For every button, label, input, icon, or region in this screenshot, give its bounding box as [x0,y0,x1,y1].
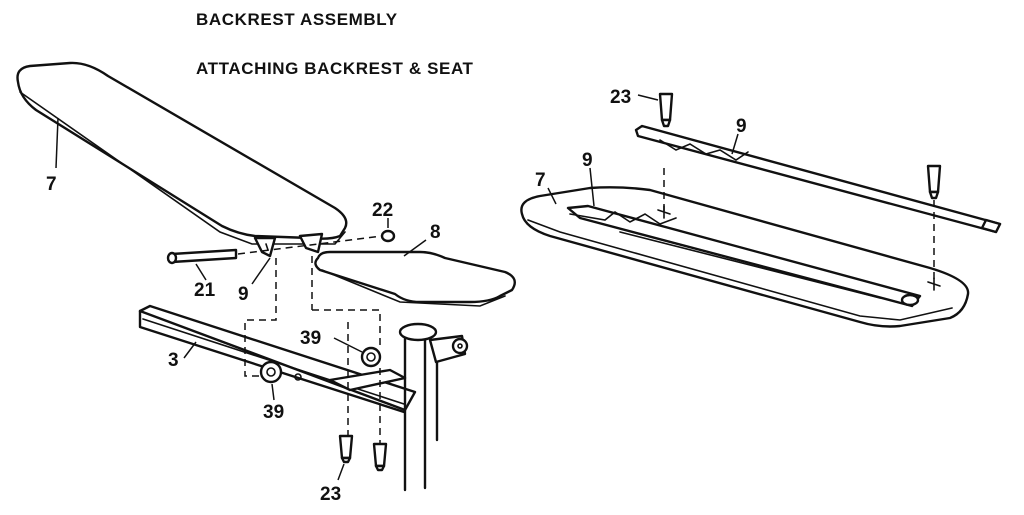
washer-22 [380,229,396,243]
callout-23-top: 23 [610,87,631,108]
callout-8: 8 [430,222,441,243]
knob-39-lower [259,360,302,384]
backrest-bracket [253,232,324,258]
title-attaching-backrest-seat: ATTACHING BACKREST & SEAT [196,59,474,78]
callout-9-top: 9 [736,116,747,137]
knob-39-upper [360,346,382,368]
bolt-23-right [372,442,388,472]
bolt-23-top [658,92,674,128]
callout-7-left: 7 [46,174,57,195]
bolt-23-top-right [926,164,942,200]
seat-pad [314,250,516,307]
pivot-pin [166,234,391,265]
callout-3: 3 [168,350,179,371]
bolt-23-left [338,434,354,464]
callout-21: 21 [194,280,216,301]
mounted-rail [566,204,922,308]
callout-9-left: 9 [238,284,249,305]
callout-39-lower: 39 [263,402,284,423]
callout-9-right: 9 [582,150,593,171]
callout-23-bottom: 23 [320,484,341,505]
alignment-lines-right [657,168,941,291]
backrest-pad [16,61,348,245]
callout-39-upper: 39 [300,328,321,349]
upright-post [328,322,469,492]
alignment-lines-left [244,256,381,444]
loose-rail [634,124,1002,234]
callout-22: 22 [372,200,393,221]
leader-lines [55,94,739,481]
callout-7-right: 7 [535,170,546,191]
title-backrest-assembly: BACKREST ASSEMBLY [196,10,398,29]
